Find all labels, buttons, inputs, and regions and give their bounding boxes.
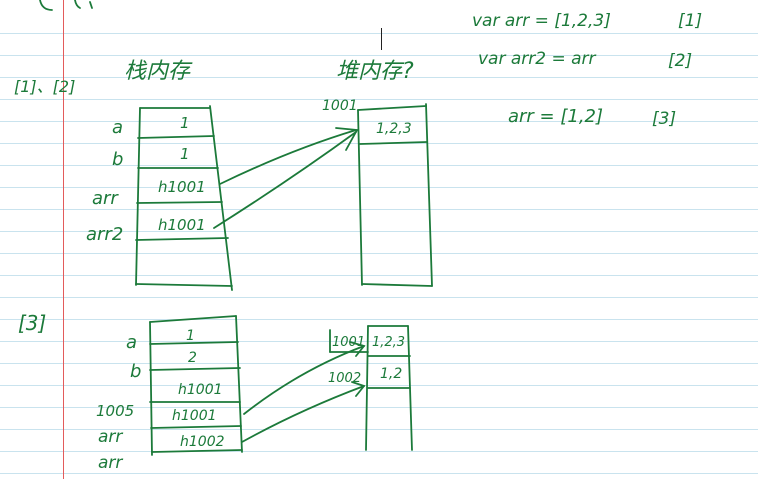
- section-2: [3] a 1 b 2 1005 h1001 arr h1001 arr h10…: [18, 311, 413, 473]
- heap-title: 堆内存?: [336, 59, 414, 84]
- stack-row-value: 2: [188, 350, 197, 366]
- stack-box-1: [135, 105, 233, 291]
- stack-row-value: h1001: [172, 408, 217, 424]
- stack-row-name: 1005: [96, 402, 134, 420]
- stack-row-value: 1: [186, 328, 195, 344]
- section-2-label: [3]: [18, 311, 46, 335]
- arrow-head: [349, 341, 366, 357]
- heap-address: 1001: [322, 98, 358, 114]
- stack-row-name: a: [112, 117, 123, 138]
- code-line-3-tag: [3]: [652, 109, 676, 129]
- stack-row-name: b: [130, 361, 141, 382]
- code-block: var arr = [1,2,3] [1] var arr2 = arr [2]…: [472, 11, 702, 129]
- heap-value: 1,2: [380, 366, 402, 382]
- section-1: [1]、[2] 栈内存 堆内存? a 1 b 1 arr h1001 arr2 …: [14, 59, 433, 291]
- stack-row-name: arr: [98, 453, 123, 473]
- heap-address: 1001: [332, 335, 365, 350]
- stack-row-value: h1001: [158, 216, 206, 234]
- arrow-head: [335, 127, 359, 151]
- pointer-arrow-arr: [219, 129, 357, 185]
- heap-value: 1,2,3: [376, 121, 412, 137]
- stack-title: 栈内存: [124, 59, 193, 84]
- margin-line: [63, 0, 64, 479]
- stack-row-name: arr: [98, 427, 123, 447]
- stack-row-value: 1: [180, 145, 190, 163]
- text-cursor: [381, 28, 382, 50]
- top-scribble: [39, 0, 93, 11]
- stack-row-name: b: [112, 149, 123, 170]
- code-line-1-tag: [1]: [678, 11, 702, 31]
- stack-row-value: h1001: [158, 178, 206, 196]
- code-line-2-tag: [2]: [668, 51, 692, 71]
- code-line-2: var arr2 = arr: [478, 49, 597, 69]
- heap-box-1: [357, 103, 433, 287]
- pointer-arrow-old: [243, 345, 365, 415]
- stack-row-value: 1: [180, 114, 190, 132]
- stack-row-name: a: [126, 332, 137, 353]
- stack-row-value: h1001: [178, 382, 223, 398]
- pointer-arrow-arr2: [213, 131, 357, 229]
- stack-row-name: arr: [92, 188, 119, 209]
- pointer-arrow-new: [241, 385, 365, 443]
- code-line-3: arr = [1,2]: [508, 106, 603, 127]
- section-1-label: [1]、[2]: [14, 77, 75, 96]
- stack-row-name: arr2: [86, 224, 123, 245]
- stack-row-value: h1002: [180, 434, 225, 450]
- code-line-1: var arr = [1,2,3]: [472, 11, 611, 31]
- stack-box-2: [149, 315, 243, 456]
- heap-value: 1,2,3: [372, 335, 405, 350]
- heap-box-2: [329, 325, 413, 451]
- arrow-head: [351, 381, 366, 397]
